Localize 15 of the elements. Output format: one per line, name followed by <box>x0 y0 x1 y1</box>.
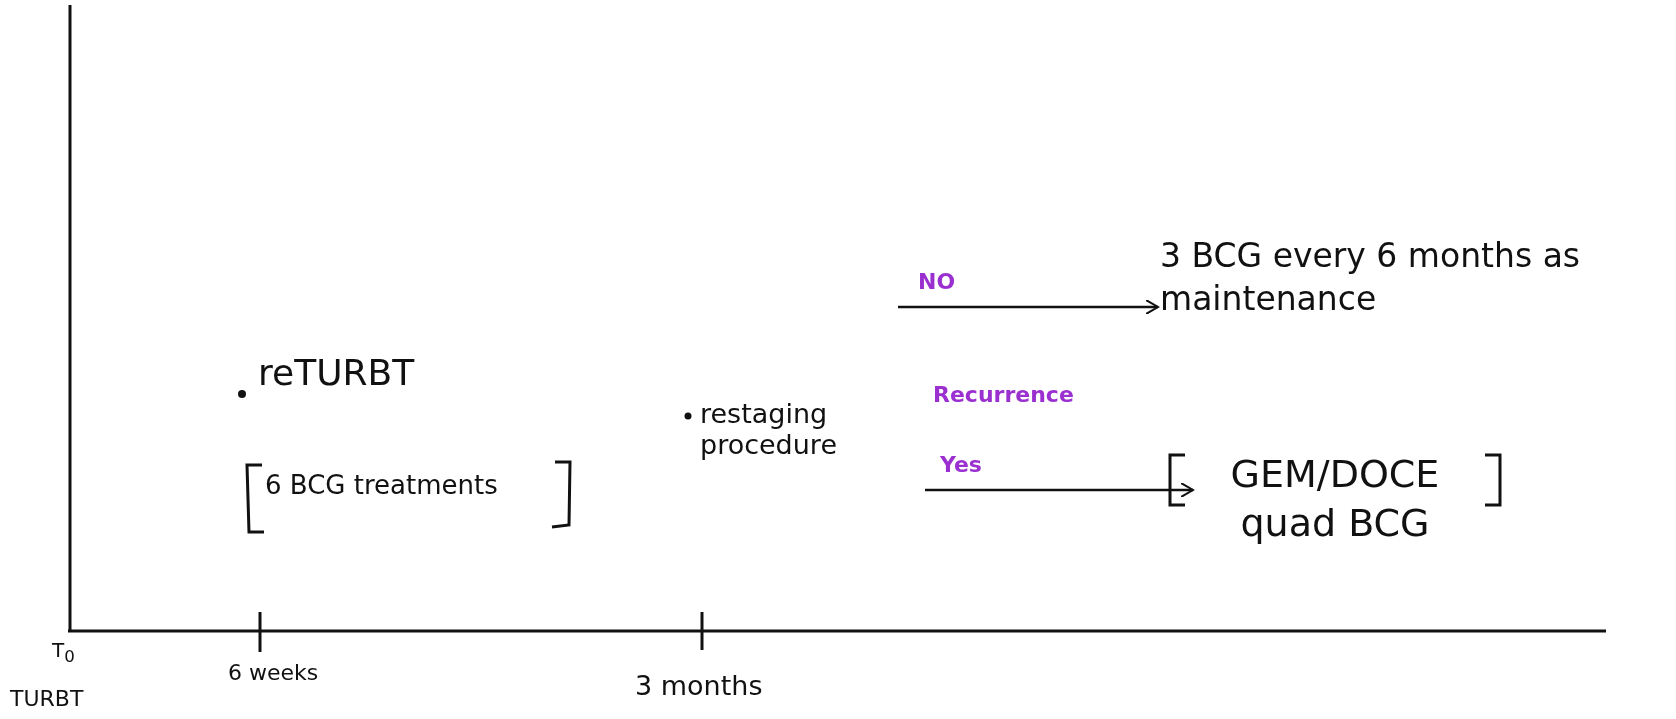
procedure-label: reTURBT <box>258 352 415 393</box>
timepoint-label: 3 months <box>635 670 763 701</box>
treatment-text: quad BCG <box>1240 500 1430 548</box>
edge-label: NO <box>918 269 956 294</box>
arrow <box>898 299 1159 315</box>
treatment-text: 3 BCG every 6 months as maintenance <box>1160 235 1582 320</box>
timepoint-label: T$_{0}$ <box>52 638 75 666</box>
edge-label: Yes <box>940 452 982 477</box>
condition-label: Recurrence <box>933 382 1074 407</box>
timepoint-label: 6 weeks <box>228 660 319 685</box>
procedure-label: restaging procedure <box>700 398 838 460</box>
timepoint-label: TURBT <box>10 686 84 711</box>
arrow <box>925 482 1194 498</box>
bracketed-treatment-text: GEM/DOCE <box>1230 451 1440 498</box>
treatment-label: 6 BCG treatments <box>265 470 498 500</box>
